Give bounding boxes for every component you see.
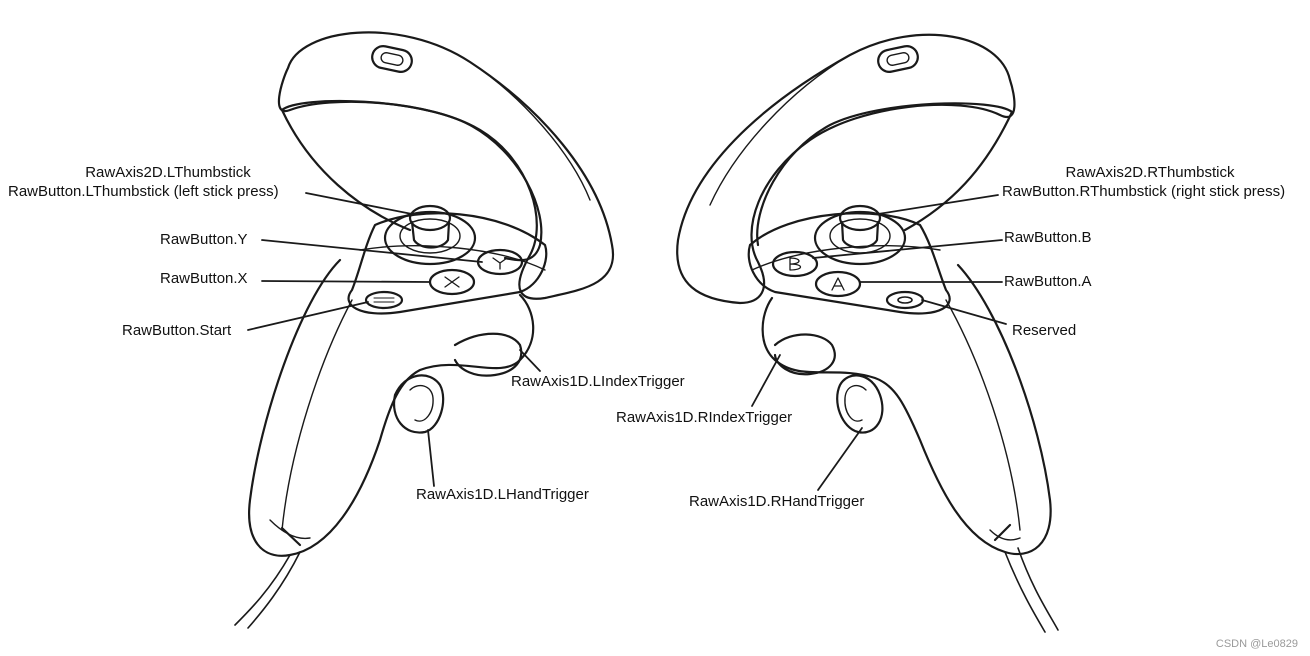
left-controller: [234, 31, 615, 629]
label-button-b: RawButton.B: [1004, 229, 1092, 246]
left-cable: [234, 554, 291, 626]
leader-r-hand-trigger: [817, 427, 863, 491]
right-thumbstick-base: [813, 210, 907, 266]
right-handle: [761, 263, 1052, 556]
label-r-index-trigger: RawAxis1D.RIndexTrigger: [616, 409, 793, 426]
leader-lines: [247, 192, 1007, 491]
left-thumbstick-base: [383, 210, 477, 266]
watermark: CSDN @Le0829: [1215, 638, 1298, 650]
left-button-y: [476, 248, 524, 276]
label-r-thumbstick-axis: RawAxis2D.RThumbstick: [1065, 164, 1235, 181]
leader-button-y: [261, 239, 483, 263]
leader-r-index-trigger: [751, 354, 781, 407]
leader-button-b: [812, 239, 1003, 259]
leader-r-thumbstick: [877, 194, 999, 215]
right-index-trigger: [773, 333, 836, 376]
right-sensor-oval: [877, 45, 919, 73]
leader-l-index-trigger: [519, 349, 541, 372]
left-handle: [248, 258, 535, 557]
label-button-y: RawButton.Y: [160, 231, 248, 248]
label-l-index-trigger: RawAxis1D.LIndexTrigger: [511, 373, 685, 390]
left-sensor-oval: [371, 45, 413, 73]
label-button-start: RawButton.Start: [122, 322, 232, 339]
label-l-thumbstick-axis: RawAxis2D.LThumbstick: [85, 164, 251, 181]
label-l-thumbstick-button: RawButton.LThumbstick (left stick press): [8, 183, 279, 200]
right-button-reserved: [885, 290, 925, 310]
right-button-a: [814, 270, 862, 298]
label-r-thumbstick-button: RawButton.RThumbstick (right stick press…: [1002, 183, 1286, 200]
label-r-hand-trigger: RawAxis1D.RHandTrigger: [689, 493, 865, 510]
right-button-b: [771, 250, 819, 278]
left-thumbstick-cap: [408, 204, 452, 232]
leader-l-hand-trigger: [427, 429, 435, 487]
leader-l-thumbstick: [305, 192, 413, 215]
leader-reserved: [921, 299, 1007, 325]
left-hand-trigger: [392, 374, 445, 434]
label-button-a: RawButton.A: [1004, 273, 1092, 290]
label-reserved: Reserved: [1012, 322, 1077, 339]
left-button-start: [364, 290, 404, 310]
left-index-trigger: [453, 332, 523, 377]
right-hand-trigger: [836, 374, 884, 434]
right-thumbstick-cap: [838, 204, 882, 232]
label-l-hand-trigger: RawAxis1D.LHandTrigger: [416, 486, 589, 503]
leader-button-start: [247, 301, 369, 331]
label-button-x: RawButton.X: [160, 270, 248, 287]
right-cable: [1004, 551, 1046, 633]
leader-button-x: [261, 280, 431, 283]
right-controller: [676, 33, 1059, 633]
